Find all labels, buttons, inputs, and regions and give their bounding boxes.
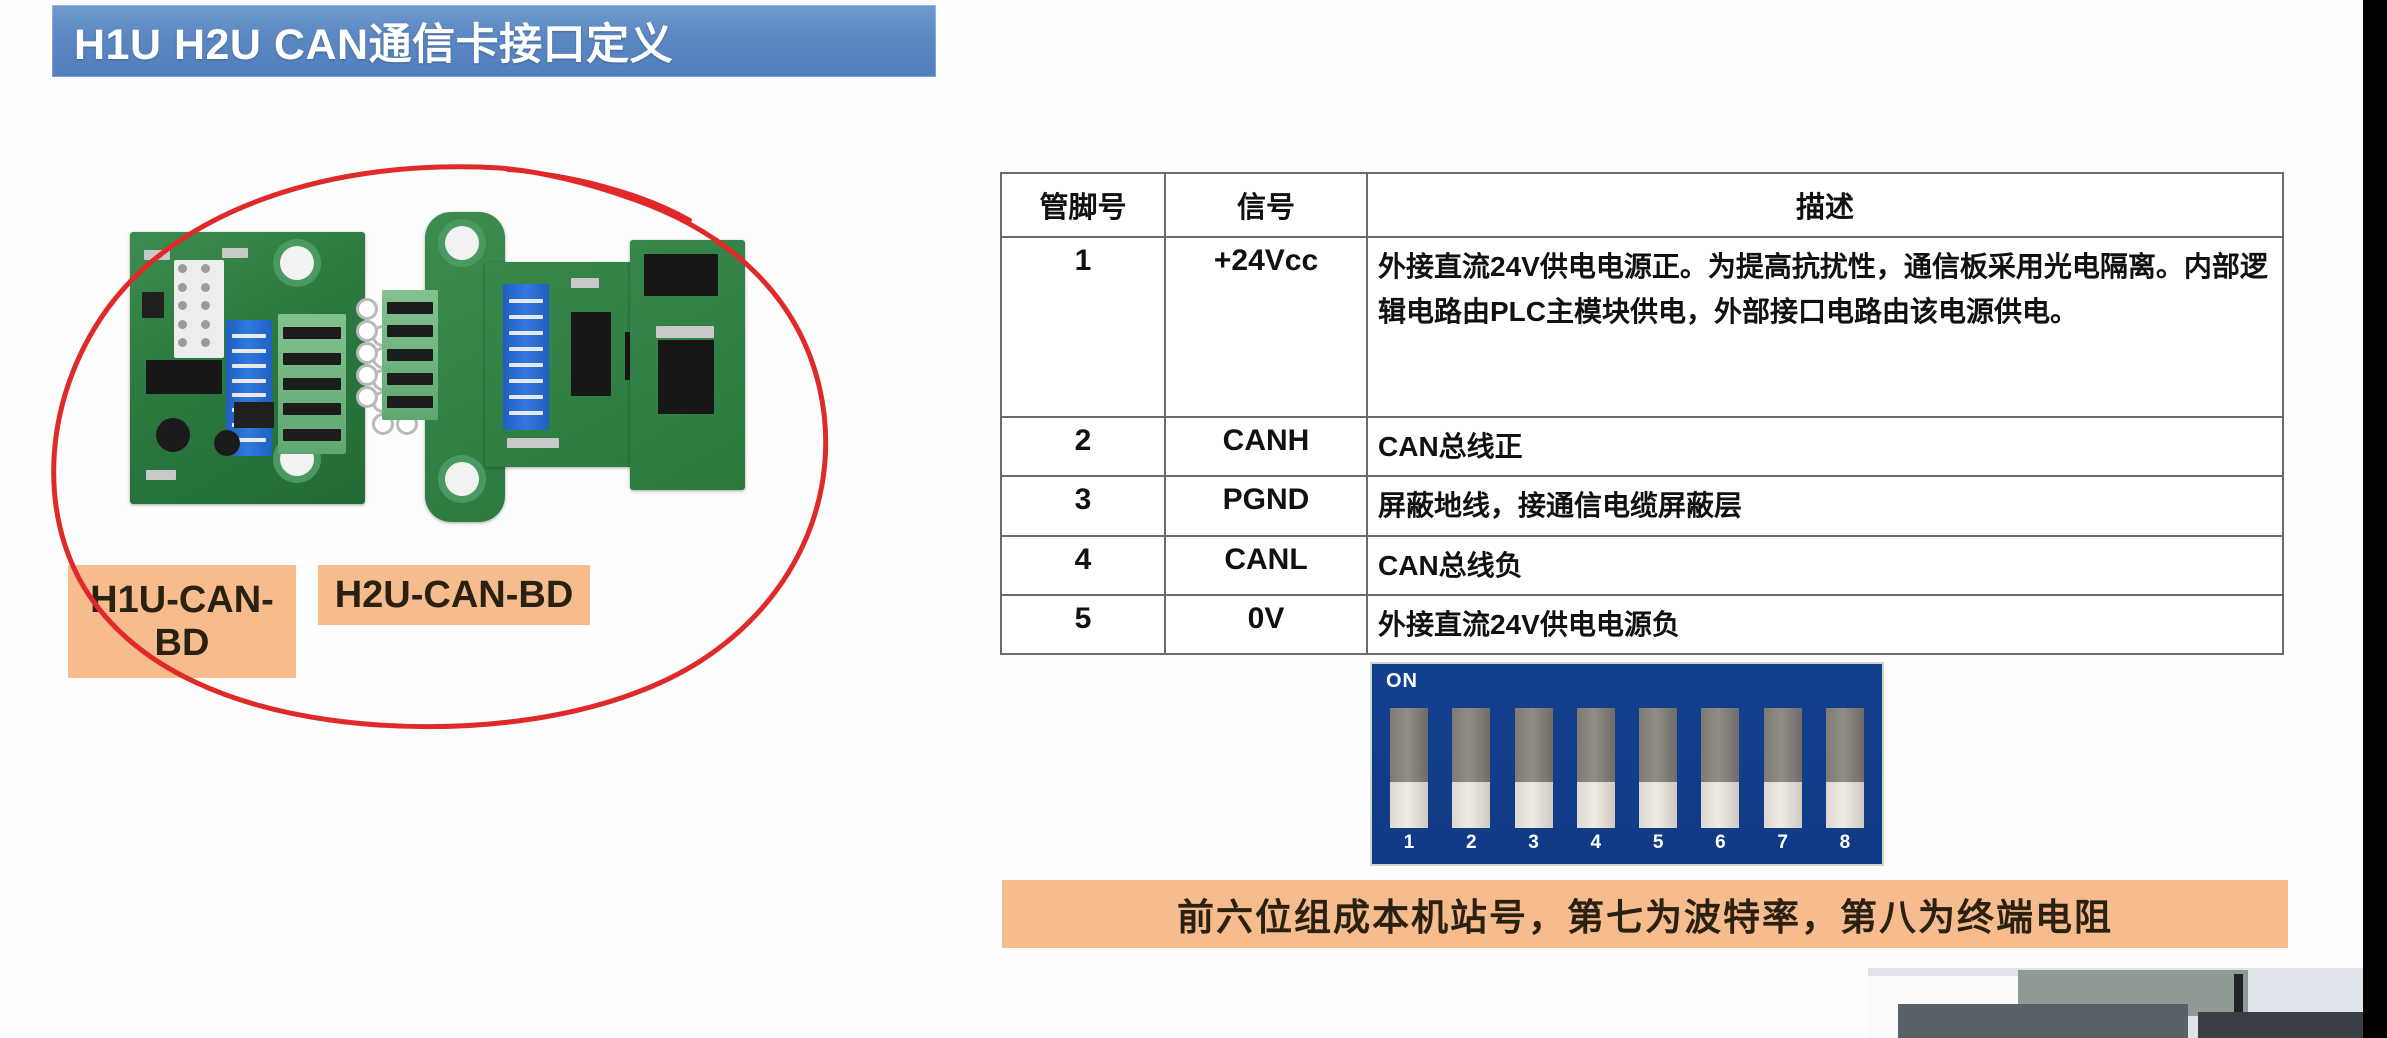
dip-number-5: 5 bbox=[1652, 832, 1664, 853]
cell-pin: 2 bbox=[1000, 415, 1166, 478]
dip-number-4: 4 bbox=[1590, 832, 1602, 853]
page-title: H1U H2U CAN通信卡接口定义 bbox=[74, 21, 674, 69]
slide-title-banner: H1U H2U CAN通信卡接口定义 bbox=[52, 5, 936, 77]
column-header-signal: 信号 bbox=[1164, 172, 1368, 238]
cell-pin: 5 bbox=[1000, 594, 1166, 656]
dip-number-7: 7 bbox=[1777, 832, 1788, 853]
dip-position-numbers: 1 2 3 4 5 6 7 8 bbox=[1390, 832, 1864, 856]
dip-lever-5 bbox=[1639, 708, 1678, 828]
ic-chip bbox=[142, 292, 164, 318]
pin-definition-table: 管脚号 信号 描述 1 +24Vcc 外接直流24V供电电源正。为提高抗扰性，通… bbox=[1000, 172, 2284, 656]
dip-number-6: 6 bbox=[1715, 832, 1726, 853]
boards-photo: H1U-CAN- BD H2U-CAN-BD bbox=[30, 140, 940, 740]
capacitor bbox=[156, 418, 190, 452]
table-header-row: 管脚号 信号 描述 bbox=[1000, 172, 2284, 238]
ic-chip bbox=[146, 360, 222, 394]
dip-on-label: ON bbox=[1386, 670, 1418, 692]
cell-signal: CANL bbox=[1164, 534, 1368, 597]
board-label-h2u-text: H2U-CAN-BD bbox=[334, 573, 574, 616]
cell-pin: 4 bbox=[1000, 534, 1166, 597]
dip-switch-figure: ON 1 2 3 4 5 6 7 8 bbox=[1370, 662, 1884, 866]
smd-component bbox=[144, 250, 170, 260]
board-label-h1u: H1U-CAN- BD bbox=[68, 565, 296, 678]
cell-signal: CANH bbox=[1164, 415, 1368, 478]
dip-switch-onboard bbox=[503, 284, 549, 430]
table-row: 4 CANL CAN总线负 bbox=[1000, 534, 2284, 597]
cell-description: CAN总线正 bbox=[1366, 415, 2284, 478]
smd-component bbox=[222, 248, 248, 258]
cell-pin: 3 bbox=[1000, 475, 1166, 537]
dip-lever-2 bbox=[1452, 708, 1491, 828]
cell-description: 外接直流24V供电电源负 bbox=[1366, 594, 2284, 656]
dip-lever-7 bbox=[1763, 708, 1802, 828]
heatsink-tab bbox=[656, 326, 714, 338]
cell-signal: 0V bbox=[1164, 594, 1368, 656]
column-header-description: 描述 bbox=[1366, 172, 2284, 238]
dip-lever-6 bbox=[1701, 708, 1740, 828]
cell-signal: +24Vcc bbox=[1164, 236, 1368, 418]
table-row: 1 +24Vcc 外接直流24V供电电源正。为提高抗扰性，通信板采用光电隔离。内… bbox=[1000, 236, 2284, 418]
ic-chip bbox=[644, 254, 718, 296]
dip-switch-note: 前六位组成本机站号，第七为波特率，第八为终端电阻 bbox=[1002, 880, 2288, 948]
dip-number-8: 8 bbox=[1839, 832, 1851, 853]
smd-component bbox=[571, 278, 599, 288]
dip-number-2: 2 bbox=[1465, 832, 1477, 853]
dip-lever-4 bbox=[1576, 708, 1615, 828]
cell-description: 屏蔽地线，接通信电缆屏蔽层 bbox=[1366, 475, 2284, 537]
column-header-pin: 管脚号 bbox=[1000, 172, 1166, 238]
dip-lever-1 bbox=[1390, 708, 1428, 828]
ic-chip bbox=[571, 312, 611, 396]
mounting-hole-icon bbox=[445, 462, 479, 496]
cell-signal: PGND bbox=[1164, 475, 1368, 537]
table-row: 5 0V 外接直流24V供电电源负 bbox=[1000, 594, 2284, 656]
pin-header-icon bbox=[174, 260, 224, 358]
dip-switch-levers bbox=[1390, 708, 1864, 828]
board-label-h2u: H2U-CAN-BD bbox=[318, 565, 590, 625]
table-row: 3 PGND 屏蔽地线，接通信电缆屏蔽层 bbox=[1000, 475, 2284, 537]
dip-lever-3 bbox=[1514, 708, 1553, 828]
pcb-board-h2u-tab bbox=[630, 240, 745, 490]
capacitor bbox=[214, 430, 240, 456]
mounting-hole-icon bbox=[445, 226, 479, 260]
terminal-block bbox=[278, 314, 346, 454]
smd-component bbox=[507, 438, 559, 448]
table-row: 2 CANH CAN总线正 bbox=[1000, 415, 2284, 478]
through-hole-pads bbox=[356, 298, 378, 408]
dip-lever-8 bbox=[1825, 708, 1864, 828]
board-label-h1u-text: H1U-CAN- BD bbox=[90, 578, 274, 664]
dip-number-1: 1 bbox=[1403, 832, 1415, 853]
ic-chip bbox=[234, 402, 274, 428]
video-overlay-fragment bbox=[1868, 968, 2363, 1038]
video-letterbox-band bbox=[2363, 0, 2387, 1038]
terminal-block bbox=[382, 290, 438, 420]
pcb-board-h1u bbox=[130, 232, 365, 504]
cell-description: 外接直流24V供电电源正。为提高抗扰性，通信板采用光电隔离。内部逻辑电路由PLC… bbox=[1366, 236, 2284, 418]
power-transistor bbox=[658, 340, 714, 414]
mounting-hole-icon bbox=[280, 246, 314, 280]
cell-pin: 1 bbox=[1000, 236, 1166, 418]
cell-description: CAN总线负 bbox=[1366, 534, 2284, 597]
smd-component bbox=[146, 470, 176, 480]
dip-number-3: 3 bbox=[1528, 832, 1539, 853]
